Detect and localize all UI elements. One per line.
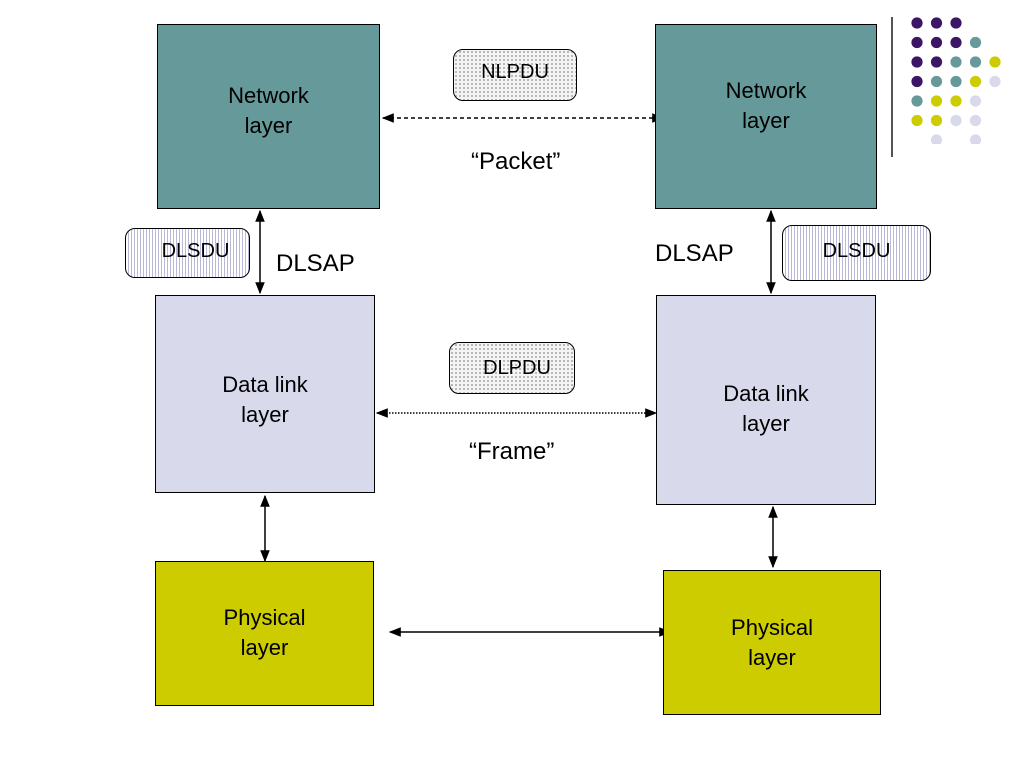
decor-dot (969, 56, 982, 68)
decor-dot (989, 56, 1001, 68)
packet-label: “Packet” (471, 148, 561, 175)
left-network-label: Network layer (228, 82, 309, 138)
decor-dot (930, 17, 943, 29)
dlpdu-tag: DLPDU (449, 342, 575, 394)
decor-dot (911, 17, 923, 29)
nlpdu-tag: NLPDU (453, 49, 577, 101)
right-datalink-layer: Data link layer (656, 295, 876, 505)
decor-dot (950, 36, 962, 49)
dlpdu-label: DLPDU (483, 356, 551, 379)
right-physical-label: Physical layer (731, 614, 813, 670)
left-dlsdu-tag: DLSDU (125, 228, 250, 278)
decor-dot (911, 75, 923, 88)
decor-dot-grid (911, 17, 1001, 144)
left-dlsdu-label: DLSDU (161, 239, 230, 262)
decor-dot (911, 114, 923, 127)
decor-dot (969, 114, 982, 127)
decor-dot (969, 75, 982, 88)
decor-dot (950, 95, 962, 107)
left-datalink-layer: Data link layer (155, 295, 375, 493)
decor-divider (891, 17, 893, 157)
decor-dot (930, 95, 943, 107)
left-dlsap-label: DLSAP (276, 250, 355, 277)
right-dlsap-label: DLSAP (655, 240, 734, 267)
right-dlsdu-tag: DLSDU (782, 225, 931, 281)
right-datalink-label: Data link layer (723, 381, 809, 436)
decor-dot (969, 134, 982, 144)
right-dlsdu-label: DLSDU (822, 239, 891, 262)
decor-dot (969, 95, 982, 107)
decor-dot (930, 134, 943, 144)
right-network-layer: Network layer (655, 24, 877, 209)
left-network-layer: Network layer (157, 24, 380, 209)
decor-dot (930, 114, 943, 127)
decor-dot (930, 36, 943, 49)
right-network-label: Network layer (725, 77, 807, 133)
decor-dot (969, 36, 982, 49)
right-physical-layer: Physical layer (663, 570, 881, 715)
left-datalink-label: Data link layer (222, 372, 308, 427)
left-physical-label: Physical layer (223, 604, 306, 660)
decor-dot (950, 56, 962, 68)
decor-dot (930, 56, 943, 68)
decor-dot (989, 75, 1001, 88)
left-physical-layer: Physical layer (155, 561, 374, 706)
decor-dot (911, 36, 923, 49)
nlpdu-label: NLPDU (481, 60, 549, 83)
decor-dot (950, 75, 962, 88)
decor-dot (911, 95, 923, 107)
decor-dot (930, 75, 943, 88)
decor-dot (950, 17, 962, 29)
decor-dot (950, 114, 962, 127)
frame-label: “Frame” (469, 438, 555, 465)
decor-dot (911, 56, 923, 68)
